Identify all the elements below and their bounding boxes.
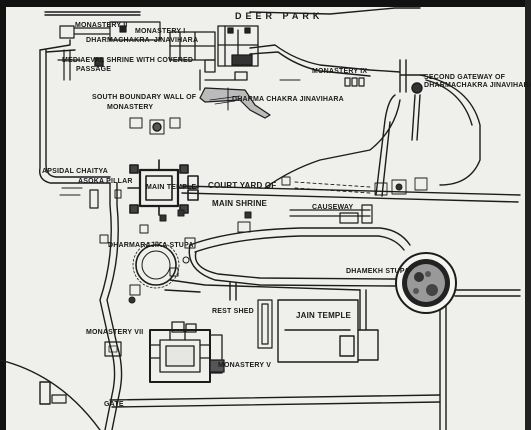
dharmarajika-stupa	[132, 241, 180, 289]
monastery-nine-label: MONASTERY IX	[312, 68, 368, 75]
south-boundary-label: SOUTH BOUNDARY WALL OF	[92, 94, 197, 101]
gate-structure	[39, 381, 51, 405]
second-gateway-sub-label: DHARMACHAKRA JINAVIHARA	[424, 82, 531, 89]
north-path	[249, 44, 401, 77]
medieval-shrine	[94, 57, 104, 67]
jinavihara-north-label: DHARMACHAKRA–JINAVIHARA	[86, 37, 199, 44]
monastery-lower-label: MONASTERY	[107, 104, 154, 111]
second-gateway	[399, 59, 426, 141]
jain-temple-label: JAIN TEMPLE	[296, 311, 352, 320]
passage-label: PASSAGE	[76, 66, 112, 73]
jinavihara-south-label: DHARMA CHAKRA JINAVIHARA	[232, 96, 344, 103]
monastery-seven	[104, 341, 122, 357]
deer-park-label: DEER PARK	[235, 11, 324, 21]
court-yard-label: COURT YARD OF	[208, 181, 277, 190]
outer-path	[39, 49, 111, 184]
inner-loop-road	[189, 227, 411, 253]
causeway-label: CAUSEWAY	[312, 204, 354, 211]
dhamekh-stupa	[395, 252, 457, 314]
asoka-pillar-label: ASOKA PILLAR	[78, 178, 133, 185]
second-gateway-label: SECOND GATEWAY OF	[424, 74, 506, 81]
jain-temple	[277, 299, 379, 363]
main-shrine-label: MAIN SHRINE	[212, 199, 268, 208]
monastery-seven-label: MONASTERY VII	[86, 329, 144, 336]
medieval-shrine-label: MEDIAEVAL SHRINE WITH COVERED	[62, 57, 194, 64]
monastery-five-label: MONASTERY V	[218, 362, 272, 369]
monastery-one-label: MONASTERY I	[135, 28, 186, 35]
main-temple	[127, 159, 199, 216]
gate-label: GATE	[104, 401, 124, 408]
monastery-nine	[344, 77, 365, 87]
main-road	[181, 185, 521, 203]
court-yard-main-shrine	[281, 176, 428, 196]
monastery-five	[149, 321, 225, 383]
monastery-two-label: MONASTERY II	[75, 22, 128, 29]
monastery-two	[57, 21, 161, 81]
main-temple-label: MAIN TEMPLE	[146, 184, 197, 191]
jinavihara-north	[169, 25, 259, 91]
south-boundary-wall	[199, 87, 271, 119]
dhamekh-label: DHAMEKH STUPA	[346, 268, 410, 275]
dharmarajika-label: DHARMARAJIKA STUPA	[108, 242, 194, 249]
apsidal-label: APSIDAL CHAITYA	[42, 168, 109, 175]
asoka-pillar	[89, 189, 99, 209]
rest-shed-label: REST SHED	[212, 308, 254, 315]
rest-shed	[257, 299, 273, 349]
deer-park-boundary	[44, 7, 421, 15]
causeway	[289, 204, 373, 224]
